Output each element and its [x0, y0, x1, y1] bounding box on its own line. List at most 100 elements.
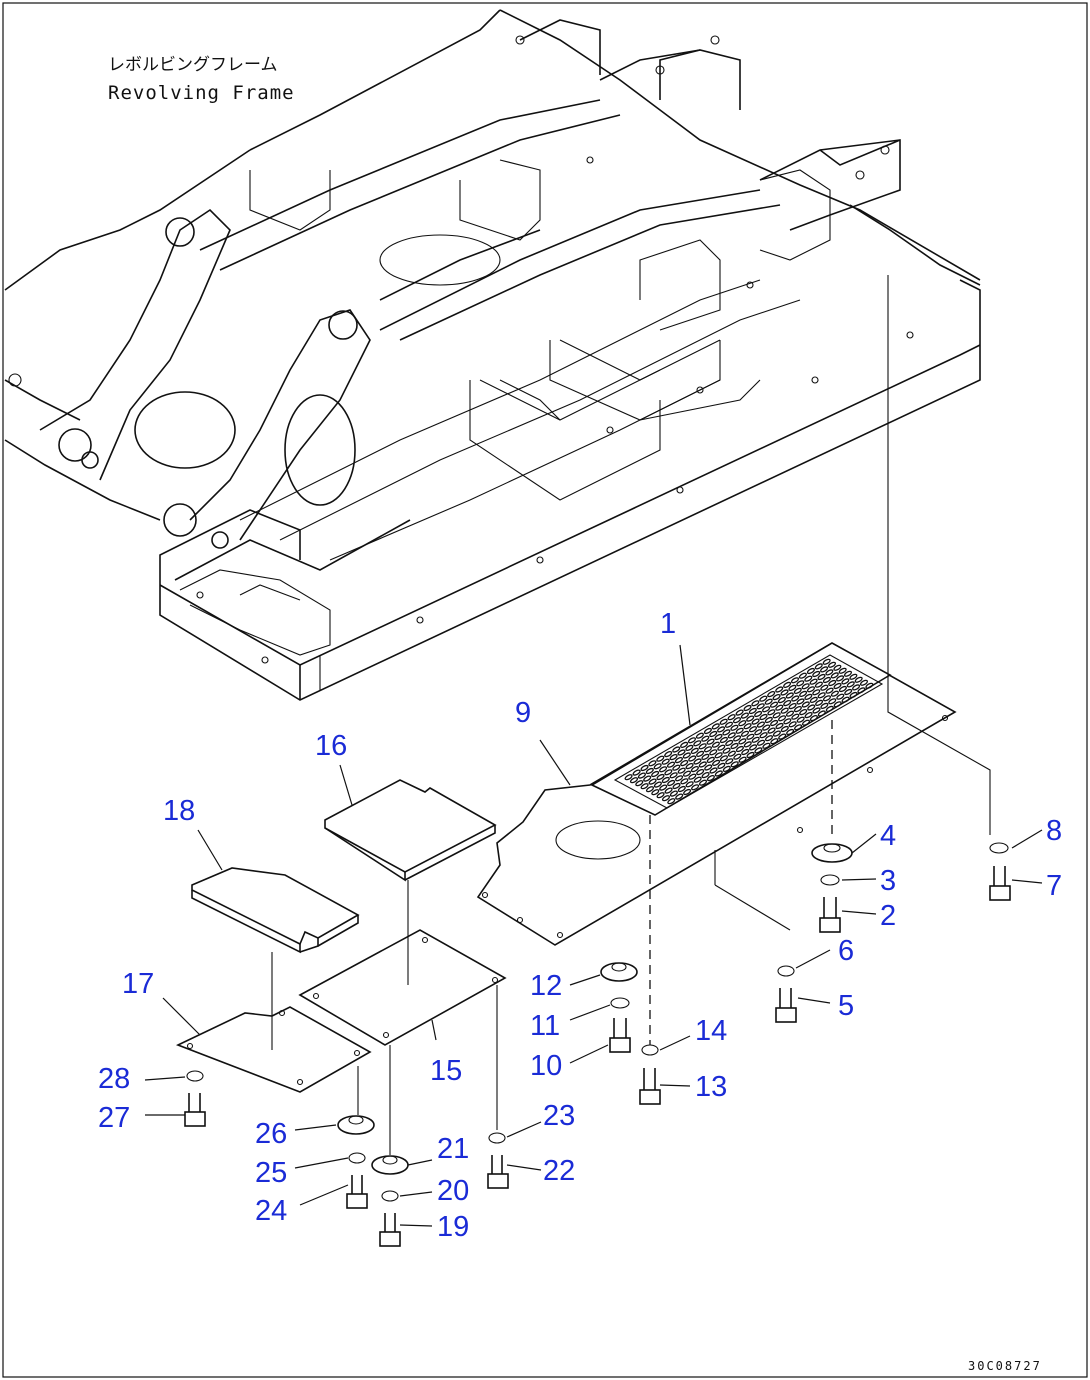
- mesh-cell: [754, 710, 763, 718]
- mesh-cell: [756, 721, 765, 728]
- mesh-cell: [817, 692, 826, 699]
- mesh-cell: [820, 702, 829, 710]
- mesh-cell: [854, 676, 863, 683]
- mesh-cell: [696, 750, 705, 758]
- mesh-cell: [717, 762, 726, 770]
- mesh-cell: [724, 721, 734, 728]
- mesh-cell: [717, 744, 726, 751]
- mesh-cell: [767, 709, 776, 716]
- mesh-cell: [796, 698, 805, 705]
- mesh-cell: [635, 780, 644, 787]
- mesh-cell: [780, 689, 789, 696]
- mesh-cell: [759, 695, 768, 702]
- mesh-cell: [677, 785, 686, 793]
- mesh-cell: [844, 688, 853, 696]
- callout-21: 21: [437, 1133, 469, 1165]
- mesh-cell: [796, 716, 805, 723]
- callout-11: 11: [530, 1010, 560, 1042]
- mesh-cell: [706, 774, 715, 782]
- mesh-cell: [698, 761, 707, 768]
- mesh-cell: [683, 788, 692, 796]
- callout-28: 28: [98, 1063, 130, 1095]
- mesh-cell: [643, 775, 652, 782]
- mesh-cell: [817, 710, 826, 717]
- mesh-cell: [809, 696, 818, 704]
- part-15-plate: [298, 929, 507, 1046]
- leader-lines: [144, 644, 1043, 1227]
- mesh-cell: [788, 684, 797, 692]
- callout-12: 12: [530, 970, 562, 1002]
- callout-26: 26: [255, 1118, 287, 1150]
- mesh-cell: [688, 755, 697, 762]
- mesh-cell: [664, 787, 673, 794]
- mesh-cell: [799, 708, 808, 716]
- mesh-cell: [682, 770, 692, 777]
- mesh-cell: [727, 714, 736, 721]
- mesh-cell: [749, 744, 758, 751]
- mesh-cell: [820, 684, 829, 691]
- mesh-cell: [659, 766, 668, 773]
- mesh-cell: [799, 690, 808, 698]
- mesh-cell: [648, 760, 657, 767]
- mesh-cell: [709, 749, 718, 756]
- mesh-pattern: [624, 658, 874, 805]
- mesh-cell: [717, 726, 726, 733]
- mesh-cell: [825, 705, 834, 713]
- mesh-cell: [659, 784, 668, 791]
- mesh-cell: [722, 729, 731, 736]
- mesh-cell: [859, 679, 869, 686]
- mesh-cell: [822, 676, 831, 684]
- mesh-cell: [651, 789, 660, 796]
- mesh-cell: [812, 670, 821, 678]
- mesh-cell: [843, 670, 853, 677]
- callout-1: 1: [660, 608, 676, 640]
- mesh-cell: [653, 763, 662, 770]
- mesh-cell: [801, 701, 810, 708]
- mesh-cell: [793, 687, 802, 695]
- callout-13: 13: [695, 1071, 727, 1103]
- callout-4: 4: [880, 820, 896, 852]
- mesh-cell: [820, 666, 829, 673]
- mesh-cell: [685, 744, 694, 752]
- mesh-cell: [735, 727, 744, 734]
- mesh-cell: [748, 707, 757, 715]
- mesh-cell: [640, 764, 649, 772]
- mesh-cell: [756, 703, 765, 710]
- mesh-cell: [696, 768, 705, 776]
- callout-labels: 1 2 3 4 5 6 7 8 9 10 11 12 13 14 15 16 1…: [98, 608, 1062, 1243]
- mesh-cell: [772, 712, 781, 719]
- mesh-cell: [653, 781, 662, 788]
- mesh-cell: [704, 764, 713, 771]
- mesh-cell: [788, 721, 797, 728]
- mesh-cell: [762, 742, 771, 749]
- mesh-cell: [807, 704, 816, 711]
- mesh-cell: [788, 702, 797, 710]
- mesh-cell: [830, 690, 839, 697]
- mesh-cell: [645, 786, 655, 793]
- frame-label-en: Revolving Frame: [108, 82, 295, 104]
- mesh-cell: [754, 747, 763, 754]
- mesh-cell: [725, 739, 734, 747]
- mesh-cell: [735, 745, 744, 753]
- mesh-cell: [772, 693, 781, 701]
- mesh-cell: [672, 782, 681, 790]
- mesh-cell: [693, 758, 702, 765]
- mesh-cell: [814, 681, 823, 688]
- mesh-cell: [680, 778, 689, 785]
- mesh-cell: [804, 693, 813, 701]
- mesh-cell: [645, 767, 654, 775]
- mesh-cell: [791, 695, 800, 702]
- mesh-cell: [777, 696, 786, 704]
- mesh-cell: [672, 764, 681, 771]
- mesh-cell: [632, 769, 641, 776]
- mesh-cell: [701, 771, 710, 779]
- mesh-cell: [772, 730, 781, 737]
- mesh-cell: [661, 758, 670, 765]
- mesh-cell: [770, 738, 779, 745]
- mesh-cell: [778, 733, 787, 740]
- mesh-cell: [624, 774, 633, 781]
- callout-6: 6: [838, 935, 854, 967]
- mesh-cell: [806, 686, 816, 693]
- mesh-cell: [666, 761, 676, 768]
